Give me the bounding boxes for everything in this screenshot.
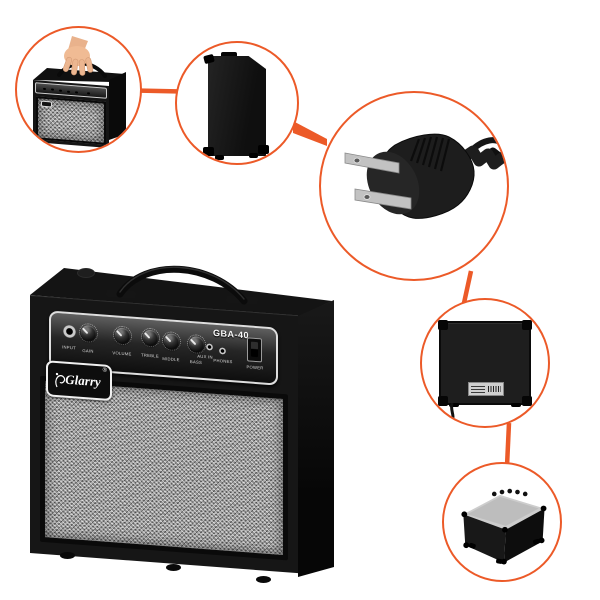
- amp-front-face: INPUT GAIN VOLUME TREBLE MIDDLE BASS AUX…: [30, 295, 298, 574]
- knob-volume: [113, 325, 132, 345]
- rubber-foot: [166, 564, 181, 571]
- callout-side-view: [175, 41, 299, 165]
- amp-handle: [105, 265, 259, 305]
- corner-protector: [438, 396, 448, 406]
- callout-power-plug-view: [319, 91, 509, 281]
- knob-bass-label: BASS: [189, 359, 203, 365]
- registered-mark: ®: [102, 367, 107, 374]
- bottom-view-graphic: [461, 488, 547, 565]
- callout-back-view: [420, 298, 550, 428]
- speaker-grille: [40, 375, 288, 561]
- hand-graphic: [62, 36, 94, 76]
- amplifier-image: INPUT GAIN VOLUME TREBLE MIDDLE BASS AUX…: [25, 258, 340, 590]
- corner-protector: [258, 145, 269, 154]
- rubber-foot: [449, 403, 459, 407]
- back-panel-graphic: [438, 320, 532, 407]
- mini-amp-grille: [36, 96, 106, 145]
- mini-amp-front: [33, 80, 109, 148]
- side-panel-graphic: [208, 56, 266, 156]
- corner-protector: [522, 396, 532, 406]
- power-cord-graphic: [450, 403, 455, 425]
- mini-amp-knobs: [43, 87, 46, 90]
- sticker-text-lines: [471, 385, 485, 393]
- power-switch: [247, 337, 262, 363]
- corner-protector: [438, 320, 448, 330]
- power-plug-graphic: [344, 133, 507, 219]
- side-handle-nub: [221, 52, 237, 58]
- knob-treble: [141, 327, 160, 347]
- rubber-foot: [511, 403, 521, 407]
- mini-amp-badge: [41, 100, 52, 108]
- knob-gain-label: GAIN: [82, 347, 94, 354]
- corner-protector: [77, 268, 95, 278]
- brand-doodle-icon: [55, 372, 65, 388]
- phones-jack: [219, 347, 226, 355]
- rubber-foot: [249, 153, 258, 158]
- input-jack: [63, 324, 76, 339]
- mini-amp-side: [109, 72, 126, 140]
- spec-sticker: [468, 382, 504, 396]
- rubber-foot: [256, 576, 271, 583]
- corner-protector: [522, 320, 532, 330]
- knob-gain: [79, 323, 98, 343]
- corner-protector: [203, 147, 214, 156]
- knob-middle: [162, 331, 181, 351]
- aux-in-jack: [206, 343, 213, 351]
- power-label: POWER: [246, 364, 264, 371]
- phones-label: PHONES: [213, 357, 233, 365]
- power-rocker: [251, 341, 258, 358]
- callout-bottom-view: [442, 462, 562, 582]
- amp-side-face: [298, 300, 334, 577]
- callout-carry-view: [15, 26, 142, 153]
- rubber-foot: [60, 552, 75, 559]
- sticker-barcode: [488, 386, 501, 392]
- brand-badge: Glarry ®: [46, 360, 112, 402]
- rubber-foot: [215, 155, 224, 160]
